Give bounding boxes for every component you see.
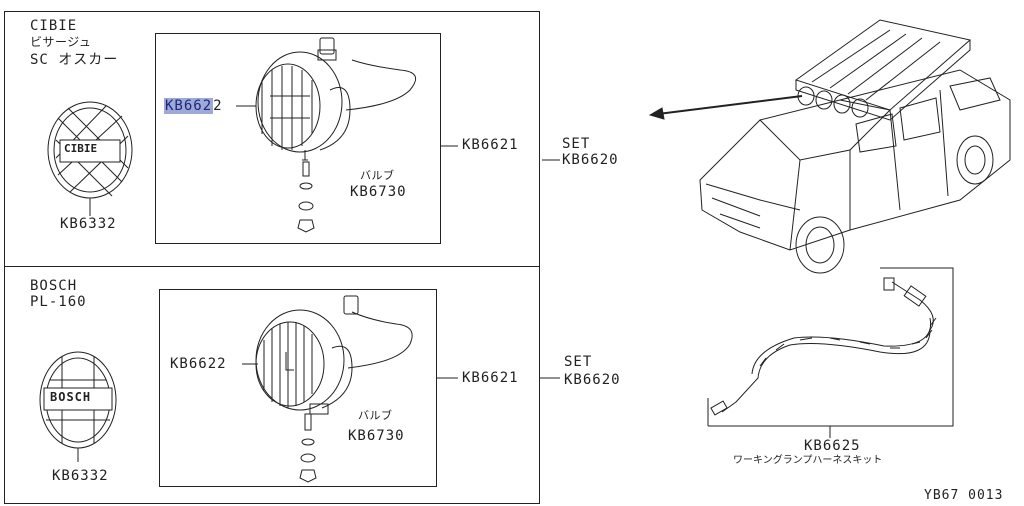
cibie-cover-drawing (47, 101, 133, 199)
harness-coil-drawing (710, 277, 937, 416)
cibie-model: SC オスカー (30, 52, 119, 68)
bosch-lamp-drawing (255, 295, 413, 415)
harness-box (707, 267, 954, 427)
cibie-set-label: SET (562, 136, 591, 152)
bosch-bulb-part-number: KB6730 (348, 428, 405, 444)
cibie-model-jp: ビサージュ (30, 35, 92, 49)
cibie-set-part-number: KB6620 (562, 152, 619, 168)
bosch-brand: BOSCH (30, 278, 78, 294)
bosch-bulb-label: バルブ (358, 409, 393, 422)
cibie-bolt-drawing (297, 150, 315, 233)
bosch-cover-part-number: KB6332 (52, 468, 109, 484)
cibie-brand: CIBIE (30, 18, 78, 34)
harness-part-number: KB6625 (804, 438, 861, 454)
bosch-assembly-part-number: KB6621 (462, 370, 519, 386)
cibie-cover-logo: CIBIE (64, 142, 98, 155)
cibie-lamp-part-number[interactable]: KB6622 (164, 98, 223, 114)
bosch-bolt-drawing (299, 413, 317, 483)
cibie-cover-part-number: KB6332 (60, 216, 117, 232)
bosch-assembly-box (159, 289, 437, 487)
cibie-assembly-box (155, 33, 441, 244)
cibie-lamp-drawing (255, 37, 417, 153)
cibie-assembly-part-number: KB6621 (462, 137, 519, 153)
bosch-set-part-number: KB6620 (564, 372, 621, 388)
bosch-panel-frame (4, 266, 540, 504)
cibie-bulb-label: バルブ (360, 169, 395, 182)
cibie-bulb-part-number: KB6730 (350, 184, 407, 200)
selected-part-highlight: KB662 (164, 98, 214, 114)
diagram-code: YB67 0013 (924, 488, 1004, 503)
bosch-cover-logo: BOSCH (50, 390, 92, 404)
bosch-cover-drawing (39, 351, 117, 449)
bosch-set-label: SET (564, 354, 593, 370)
bosch-lamp-part-number[interactable]: KB6622 (170, 356, 227, 372)
bosch-model: PL-160 (30, 294, 87, 310)
vehicle-drawing (699, 19, 1011, 274)
harness-label-jp: ワーキングランプハーネスキット (733, 455, 883, 466)
